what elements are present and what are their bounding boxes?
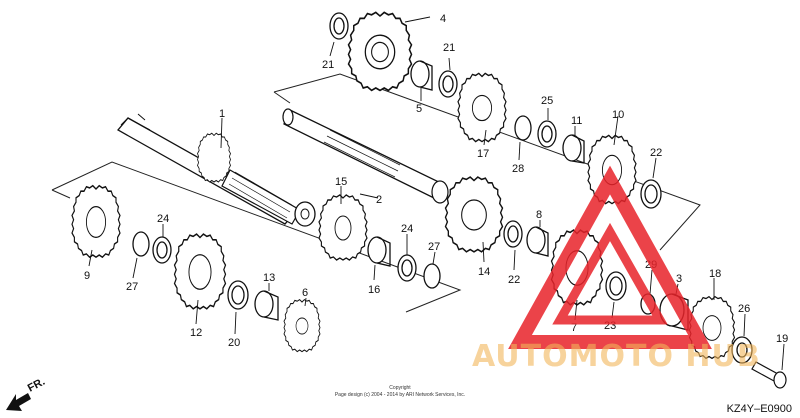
washers-and-bushings <box>132 12 753 364</box>
label-4: 4 <box>440 13 446 25</box>
gear-9 <box>71 184 121 258</box>
watermark-triangle-icon <box>508 165 712 349</box>
label-22-low: 22 <box>508 274 520 286</box>
diagram-code: KZ4Y–E0900 <box>727 403 792 415</box>
label-20: 20 <box>228 337 240 349</box>
gear-17 <box>457 72 507 143</box>
mainshaft-frame-left <box>51 189 71 199</box>
label-9: 9 <box>84 270 90 282</box>
bolt-19 <box>751 361 787 389</box>
label-24-right: 24 <box>401 223 413 235</box>
copyright-line: Page design (c) 2004 - 2014 by ARI Netwo… <box>335 392 465 398</box>
label-27-right: 27 <box>428 241 440 253</box>
label-7: 7 <box>571 322 577 334</box>
label-1: 1 <box>219 108 225 120</box>
watermark-text: AUTOMOTO HUB <box>472 339 761 374</box>
label-10: 10 <box>612 109 624 121</box>
gear-14 <box>444 176 504 253</box>
leader-lines <box>88 16 785 371</box>
bushing-11 <box>562 134 582 162</box>
label-12: 12 <box>190 327 202 339</box>
countershaft-2 <box>282 108 449 204</box>
mainshaft-frame <box>51 161 462 313</box>
label-11: 11 <box>571 115 582 127</box>
gear-15 <box>318 194 368 261</box>
direction-label: FR. <box>26 376 47 395</box>
label-5: 5 <box>416 103 422 115</box>
label-8: 8 <box>536 209 542 221</box>
label-26: 26 <box>738 303 750 315</box>
label-3: 3 <box>676 273 682 285</box>
collar-8 <box>526 226 546 254</box>
circlip-28 <box>514 115 532 141</box>
label-25: 25 <box>541 95 553 107</box>
label-14: 14 <box>478 266 490 278</box>
circlip-27-right <box>423 263 441 289</box>
circlip-27-left <box>132 231 150 257</box>
label-21-top: 21 <box>322 59 334 71</box>
gear-12 <box>173 233 227 310</box>
watermark: AUTOMOTO HUB <box>472 165 761 374</box>
label-27-left: 27 <box>126 281 138 293</box>
copyright-block: Copyright Page design (c) 2004 - 2014 by… <box>335 385 465 398</box>
label-18: 18 <box>709 268 721 280</box>
countershaft-frame-left <box>273 91 291 104</box>
bushing-5 <box>410 60 430 88</box>
label-13: 13 <box>263 272 275 284</box>
label-17: 17 <box>477 148 489 160</box>
copyright-heading: Copyright <box>389 385 411 391</box>
direction-indicator: FR. <box>6 376 47 411</box>
mainshaft-integral-gear <box>196 132 232 183</box>
label-19: 19 <box>776 333 788 345</box>
gear-4 <box>347 11 413 92</box>
part-labels: 4 21 21 5 17 25 28 11 10 22 1 2 15 8 24 … <box>84 13 788 349</box>
label-2: 2 <box>376 194 382 206</box>
label-22-top: 22 <box>650 147 662 159</box>
forward-arrow-icon <box>6 393 31 411</box>
label-24-left: 24 <box>157 213 169 225</box>
bushing-16 <box>367 236 387 264</box>
label-21-mid: 21 <box>443 42 455 54</box>
bushing-13 <box>254 290 274 318</box>
gear-6 <box>283 299 321 353</box>
label-16: 16 <box>368 284 380 296</box>
label-6: 6 <box>302 287 308 299</box>
sprocket-18 <box>688 295 736 360</box>
label-15: 15 <box>335 176 347 188</box>
label-28: 28 <box>512 163 524 175</box>
